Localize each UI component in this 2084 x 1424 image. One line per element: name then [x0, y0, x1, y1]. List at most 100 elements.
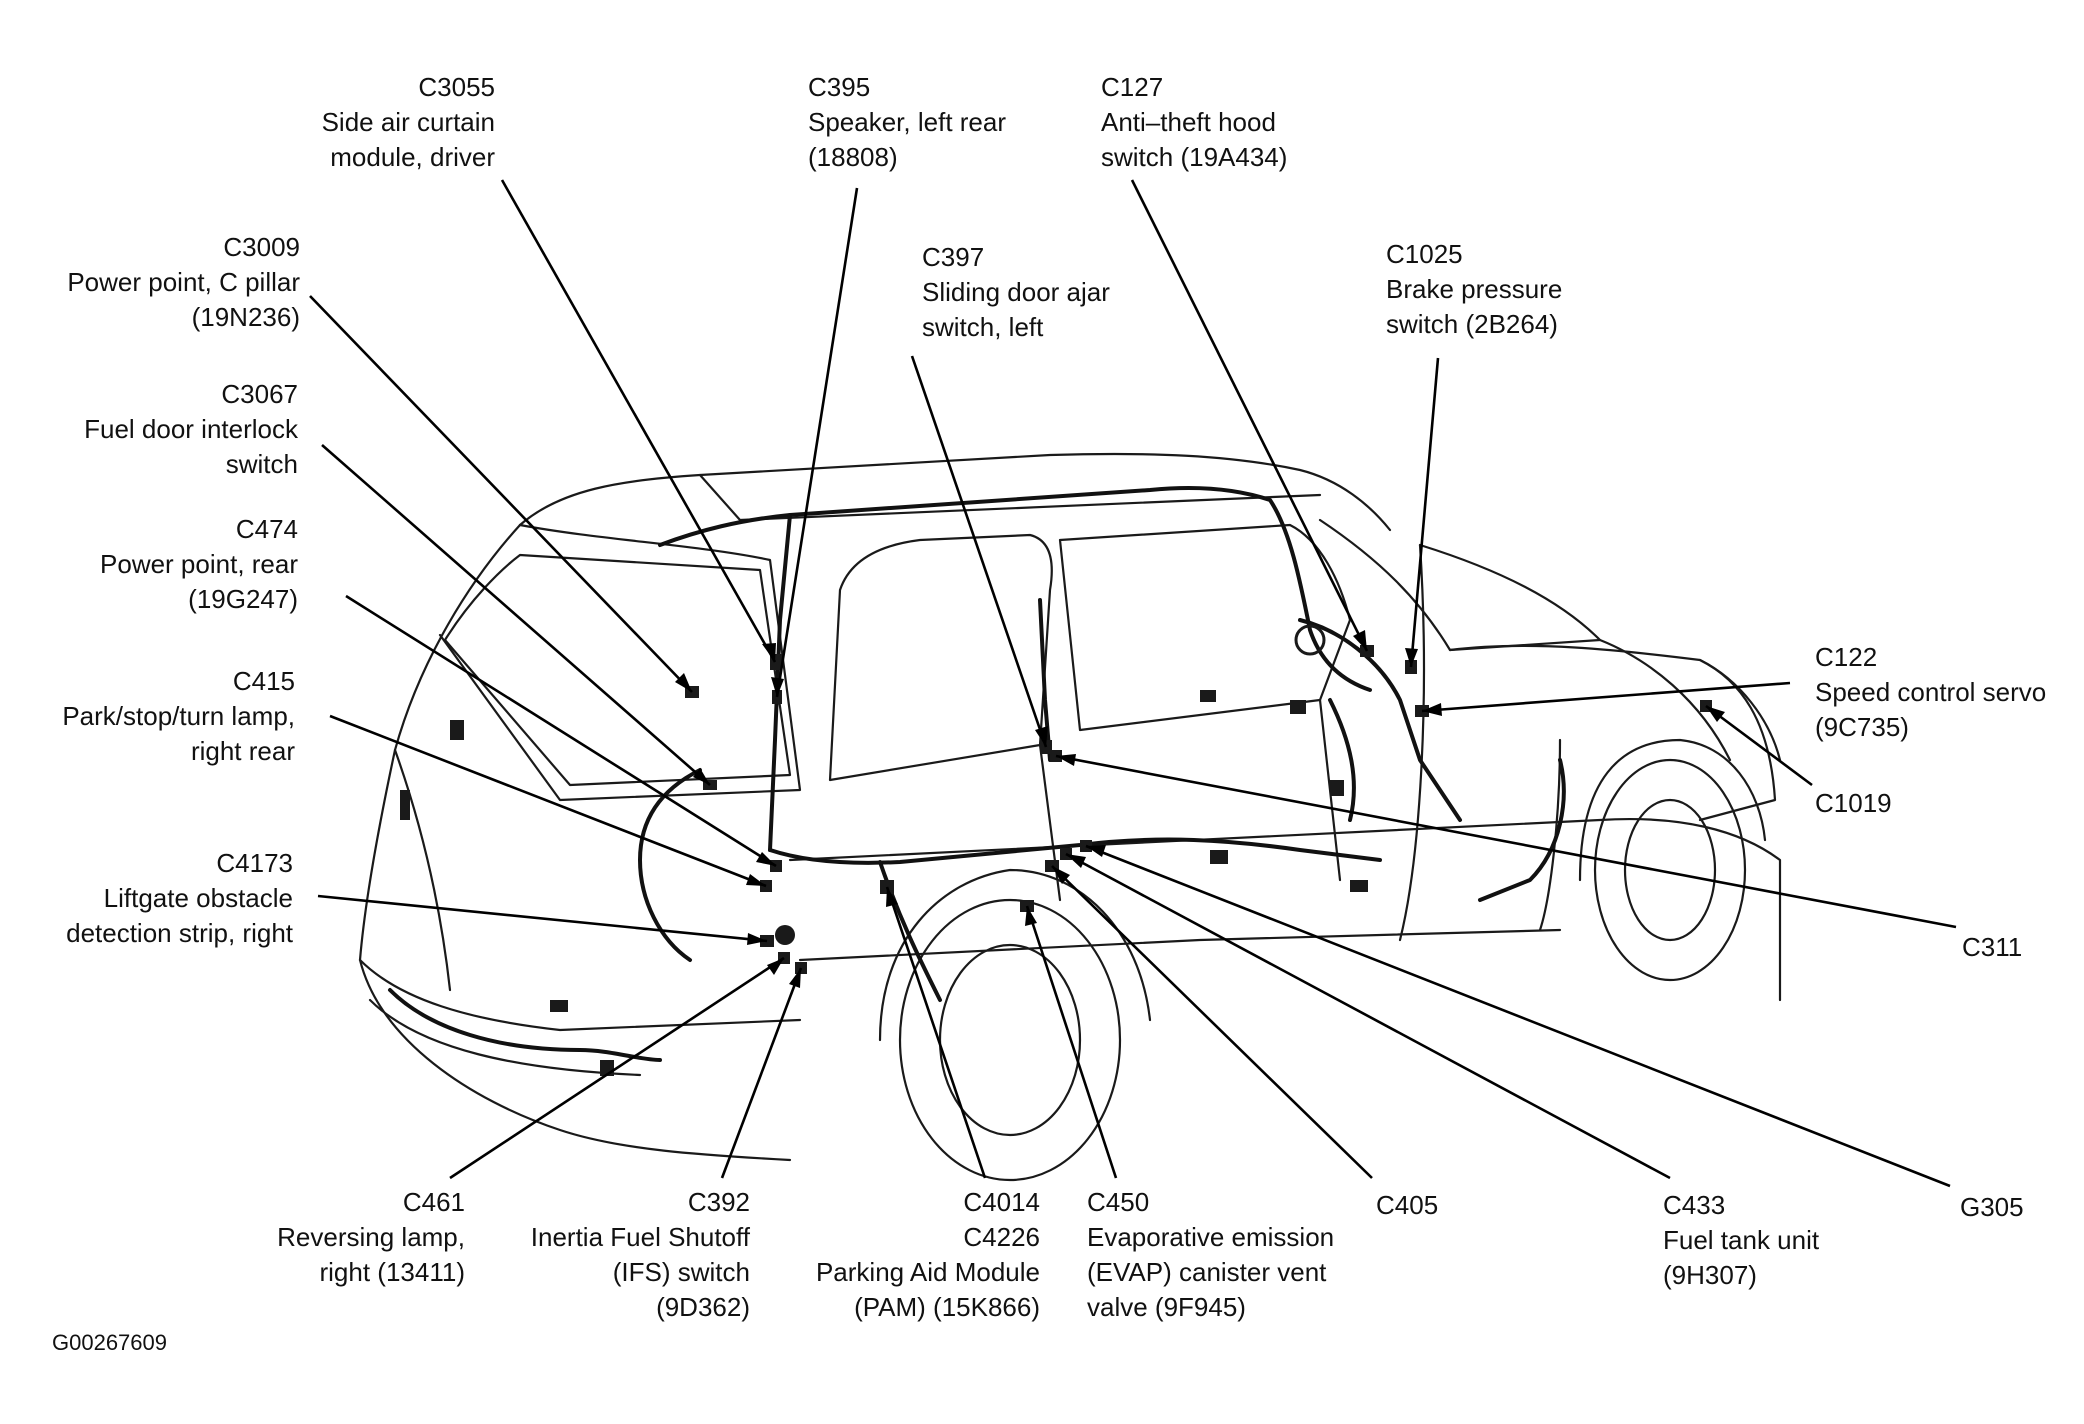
label-c392-line3: (IFS) switch	[612, 1257, 750, 1287]
label-c4173-line2: Liftgate obstacle	[103, 883, 293, 913]
label-c3055-line3: module, driver	[330, 142, 495, 172]
label-c395-line2: Speaker, left rear	[808, 107, 1006, 137]
label-c450-line4: valve (9F945)	[1087, 1292, 1246, 1322]
label-c474: C474 Power point, rear (19G247)	[30, 512, 298, 617]
label-c3055-line1: C3055	[418, 72, 495, 102]
leader-c311	[1055, 754, 1957, 929]
label-c415-line3: right rear	[190, 736, 295, 766]
label-c3067: C3067 Fuel door interlock switch	[30, 377, 298, 482]
label-g305-line1: G305	[1960, 1192, 2024, 1222]
label-c395-line3: (18808)	[808, 142, 898, 172]
label-c415: C415 Park/stop/turn lamp, right rear	[30, 664, 295, 769]
label-c127-line3: switch (19A434)	[1101, 142, 1288, 172]
label-c433-line1: C433	[1663, 1190, 1726, 1220]
label-c4014-line1: C4014	[963, 1187, 1040, 1217]
leader-g305	[1085, 844, 1951, 1188]
leader-c1019	[1705, 704, 1813, 787]
leader-c392	[720, 967, 803, 1179]
leader-c122	[1421, 681, 1791, 713]
label-c3067-line3: switch	[225, 449, 298, 479]
label-c3067-line2: Fuel door interlock	[84, 414, 298, 444]
leader-c3055	[500, 179, 777, 663]
label-c392-line4: (9D362)	[656, 1292, 750, 1322]
leader-c397	[910, 355, 1048, 748]
label-c450-line3: (EVAP) canister vent	[1087, 1257, 1327, 1287]
label-c405: C405	[1376, 1188, 1438, 1223]
leader-c127	[1130, 179, 1369, 652]
leader-c461	[449, 956, 785, 1180]
label-c127-line2: Anti–theft hood	[1101, 107, 1276, 137]
label-c4173-line3: detection strip, right	[66, 918, 293, 948]
leader-c405	[1051, 865, 1373, 1179]
label-c392-line2: Inertia Fuel Shutoff	[530, 1222, 750, 1252]
label-c397: C397 Sliding door ajar switch, left	[922, 240, 1110, 345]
leader-c4173	[317, 894, 768, 943]
rear-wheel	[898, 898, 1122, 1182]
vehicle-side-window-mid	[1058, 523, 1352, 732]
leader-c3067	[321, 444, 711, 786]
label-c3067-line1: C3067	[221, 379, 298, 409]
harness-roof	[658, 486, 1372, 692]
label-c397-line2: Sliding door ajar	[922, 277, 1110, 307]
vehicle-hood	[1448, 644, 1782, 762]
label-c461-line3: right (13411)	[319, 1257, 466, 1287]
label-c395-line1: C395	[808, 72, 871, 102]
vehicle-side-window-rear	[828, 533, 1053, 782]
label-c311-line1: C311	[1962, 932, 2023, 962]
label-c415-line1: C415	[232, 666, 295, 696]
label-c415-line2: Park/stop/turn lamp,	[62, 701, 295, 731]
label-c397-line3: switch, left	[922, 312, 1044, 342]
front-wheel	[1593, 758, 1747, 982]
vehicle-roof	[518, 452, 1392, 532]
label-c397-line1: C397	[922, 242, 985, 272]
label-c474-line1: C474	[235, 514, 298, 544]
label-c127-line1: C127	[1101, 72, 1164, 102]
label-c122-line3: (9C735)	[1815, 712, 1909, 742]
label-c3009-line1: C3009	[223, 232, 300, 262]
label-c450: C450 Evaporative emission (EVAP) caniste…	[1087, 1185, 1334, 1325]
label-c450-line1: C450	[1087, 1187, 1150, 1217]
label-c392-line1: C392	[687, 1187, 750, 1217]
label-c122-line2: Speed control servo	[1815, 677, 2047, 707]
vehicle-windshield	[1318, 518, 1602, 652]
label-g305: G305	[1960, 1190, 2024, 1225]
harness-wheelhouse	[1328, 698, 1356, 822]
label-c392: C392 Inertia Fuel Shutoff (IFS) switch (…	[480, 1185, 750, 1325]
leader-c433	[1065, 852, 1671, 1180]
label-c4014-line2: C4226	[963, 1222, 1040, 1252]
label-c1025-line1: C1025	[1386, 239, 1463, 269]
label-c127: C127 Anti–theft hood switch (19A434)	[1101, 70, 1287, 175]
label-c1019-line1: C1019	[1815, 788, 1892, 818]
vehicle-bumper	[358, 958, 802, 1032]
label-c461-line1: C461	[402, 1187, 465, 1217]
harness-engine	[1298, 618, 1462, 822]
label-c3009-line3: (19N236)	[191, 302, 300, 332]
leader-c4014	[885, 886, 987, 1179]
label-c1025-line3: switch (2B264)	[1386, 309, 1558, 339]
label-c461: C461 Reversing lamp, right (13411)	[220, 1185, 465, 1290]
label-c474-line2: Power point, rear	[100, 549, 298, 579]
label-c405-line1: C405	[1376, 1190, 1439, 1220]
label-c4173-line1: C4173	[216, 848, 293, 878]
leader-c1025	[1409, 357, 1440, 668]
label-c395: C395 Speaker, left rear (18808)	[808, 70, 1006, 175]
label-c3009-line2: Power point, C pillar	[67, 267, 300, 297]
label-c4173: C4173 Liftgate obstacle detection strip,…	[20, 846, 293, 951]
leader-c415	[329, 714, 767, 888]
label-c4014-line3: Parking Aid Module	[815, 1257, 1040, 1287]
label-c461-line2: Reversing lamp,	[277, 1222, 465, 1252]
vehicle-rear-window	[443, 553, 792, 787]
leader-c395	[775, 187, 859, 698]
label-c1019: C1019	[1815, 786, 1892, 821]
leader-c450	[1025, 905, 1118, 1179]
label-c122: C122 Speed control servo (9C735)	[1815, 640, 2046, 745]
label-c433-line2: Fuel tank unit	[1663, 1225, 1820, 1255]
label-c1025: C1025 Brake pressure switch (2B264)	[1386, 237, 1562, 342]
vehicle-rear-body	[358, 523, 792, 1162]
label-c1025-line2: Brake pressure	[1386, 274, 1563, 304]
label-c433: C433 Fuel tank unit (9H307)	[1663, 1188, 1819, 1293]
label-c3055: C3055 Side air curtain module, driver	[290, 70, 495, 175]
figure-id: G00267609	[52, 1330, 167, 1355]
